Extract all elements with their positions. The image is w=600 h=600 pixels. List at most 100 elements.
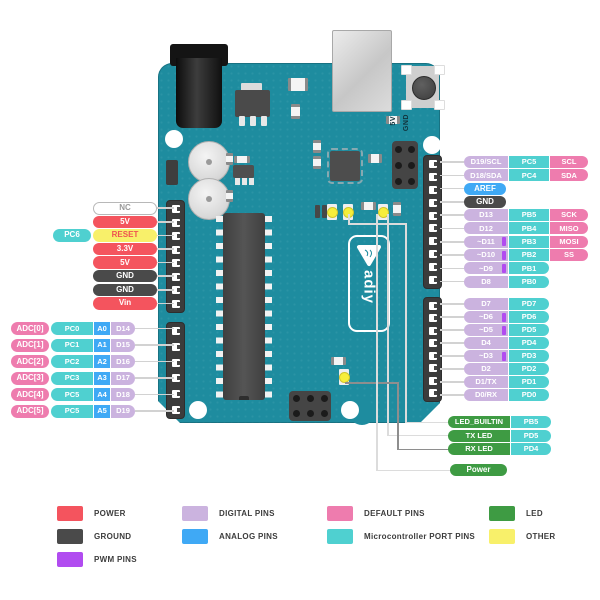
voltage-regulator [235,90,270,117]
voltage-regulator-tab [241,83,262,91]
power-led [378,207,389,218]
pin-label-port: PB4 [509,222,549,235]
legend-swatch [57,529,83,544]
leader-line [440,329,464,331]
resonator-leg [235,178,240,185]
leader-line [440,174,464,177]
pin-label-analog: A1 [94,338,110,352]
pin-label-led: TX LED [448,429,510,442]
pin-label-adc: ADC[0] [11,322,49,335]
legend-label: PWM PINS [94,555,137,564]
pin-label-adc: ADC[2] [11,355,49,368]
header-pin [428,326,437,335]
header-hole [306,395,314,402]
header-pin [428,224,437,233]
pin-label: GND [93,269,157,283]
pin-label-function: SS [550,249,588,262]
header-pin [171,232,180,241]
header-pin [428,275,437,284]
trace-line [387,214,389,435]
smd-component [234,156,250,163]
pin-label-digital: D8 [464,275,508,288]
leader-line [440,280,464,283]
usb-serial-chip [327,148,363,184]
pin-label-adc: ADC[5] [11,404,49,418]
pin-label-port: PD4 [511,443,551,455]
dip-pins-left [216,216,223,398]
leader-line [135,327,174,330]
header-pin [428,388,437,397]
pin-label-port: PD2 [509,363,549,375]
pin-label-port: PC0 [51,322,93,335]
pin-label-digital: D15 [111,338,135,352]
smd-component [361,202,376,210]
smd-component [288,78,308,91]
legend-label: POWER [94,509,126,518]
pin-row: NC [93,202,174,215]
pin-header-right-upper [423,155,442,289]
leader-line [440,355,464,357]
leader-line [440,214,464,216]
board-label-gnd: GND [403,114,410,132]
header-pin [428,198,437,207]
pin-label-digital: ~D9 [464,262,508,275]
legend-swatch [182,529,208,544]
pin-row: 5V [93,215,174,229]
pin-label-port: PB3 [509,235,549,248]
leader-line [440,316,464,318]
legend-swatch [327,506,353,521]
header-pin [428,314,437,323]
header-hole [408,161,415,169]
header-pin [171,272,180,281]
usb-connector [332,30,392,112]
trace-line [348,214,350,223]
header-pin [428,376,437,385]
pin-row: Vin [93,297,174,310]
legend-item: Microcontroller PORT PINS [327,529,475,544]
smd-component [313,140,321,153]
trace-line [405,421,450,423]
pin-label-digital: D16 [111,355,135,368]
pin-label-digital: D1/TX [464,376,508,388]
reset-pad [401,65,412,75]
legend-item: OTHER [489,529,556,544]
header-pin [428,364,437,373]
pin-label-function: SDA [550,169,588,182]
mounting-hole [423,136,441,154]
header-pin [428,263,437,271]
legend-label: DEFAULT PINS [364,509,425,518]
header-hole [320,395,328,402]
header-pin [171,286,180,295]
pin-row: 3.3V [93,242,174,256]
pin-label-port: PB5 [509,209,549,222]
pin-header-left-power [166,200,185,313]
header-pin [171,218,180,227]
leader-line [135,344,174,346]
legend-label: LED [526,509,543,518]
pin-label-port: PC1 [51,338,93,352]
pin-label-digital: ~D5 [464,324,508,336]
legend-item: DIGITAL PINS [182,506,278,521]
legend-label: Microcontroller PORT PINS [364,532,476,541]
header-hole [395,145,402,153]
header-hole [320,410,328,417]
